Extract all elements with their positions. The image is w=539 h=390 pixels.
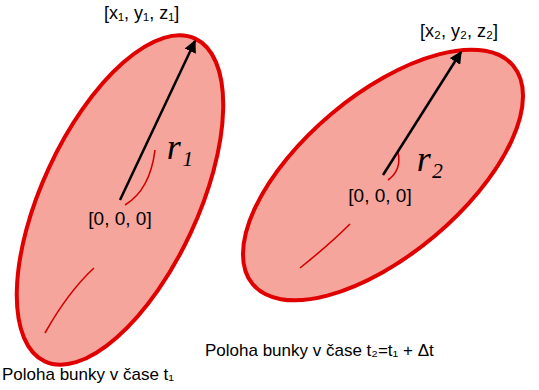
trajectory-curve (45, 268, 94, 333)
cell-illustration (240, 46, 526, 304)
cell: r₁ [0, 0, 0] (12, 30, 228, 370)
cell-illustration (12, 30, 228, 370)
origin-coordinates: [0, 0, 0] (348, 186, 411, 207)
radius-symbol: r₂ (417, 140, 444, 180)
cell-outline (0, 6, 266, 390)
caption: Poloha bunky v čase t₂=t₁ + Δt (205, 342, 434, 361)
radius-symbol: r₁ (167, 128, 194, 168)
endpoint-coordinates: [x₂, y₂, z₂] (420, 22, 498, 42)
caption: Poloha bunky v čase t₁ (2, 366, 174, 385)
cell: r₂ [0, 0, 0] (240, 46, 526, 304)
origin-coordinates: [0, 0, 0] (88, 209, 151, 230)
position-vector (120, 41, 195, 200)
cell-outline (201, 4, 539, 345)
endpoint-coordinates: [x₁, y₁, z₁] (104, 4, 179, 24)
trajectory-curve (300, 224, 350, 268)
